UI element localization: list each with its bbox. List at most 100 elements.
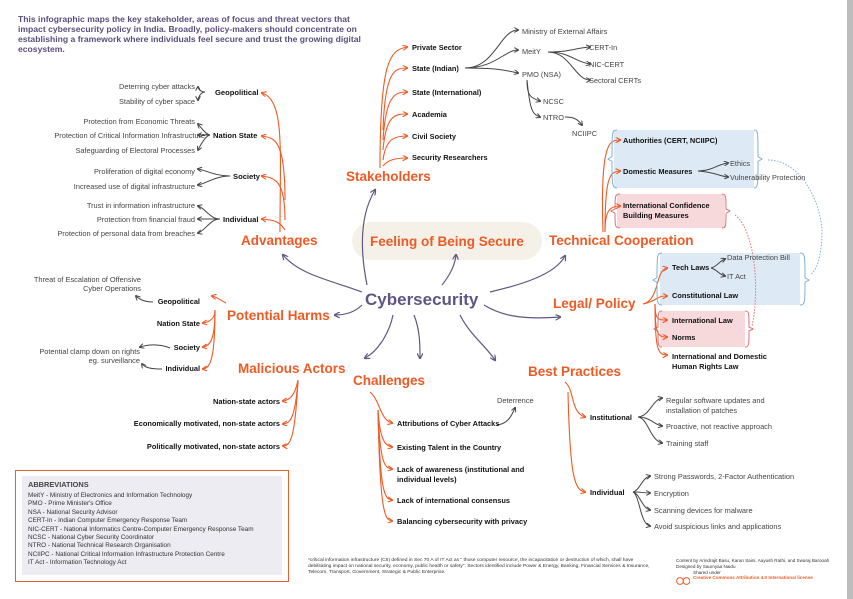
actor-item: Politically motivated, non-state actors bbox=[146, 442, 280, 451]
practice-item: Avoid suspicious links and applications bbox=[654, 522, 782, 531]
legal-item: Tech Laws bbox=[672, 263, 710, 272]
advantage-item: Protection from financial fraud bbox=[96, 215, 195, 224]
credit-content: Content by Arindrajit Basu, Karan Saini,… bbox=[676, 558, 830, 563]
advantage-item: Protection of Critical Information Infra… bbox=[54, 131, 208, 140]
advantage-item: Protection from Economic Threats bbox=[83, 117, 195, 126]
advantage-item: Protection of personal data from breache… bbox=[57, 229, 195, 238]
state-branch: MeitY bbox=[522, 47, 541, 56]
abbreviation-row: PMO - Prime Minister's Office bbox=[28, 500, 112, 508]
practice-item: Strong Passwords, 2-Factor Authenticatio… bbox=[654, 472, 795, 481]
goal-label: Feeling of Being Secure bbox=[370, 234, 524, 249]
technical-item: Authorities (CERT, NCIIPC) bbox=[623, 136, 718, 145]
tech-law-branch: Data Protection Bill bbox=[727, 253, 790, 262]
legal-international-box bbox=[660, 311, 745, 347]
challenge-item: Lack of awareness (institutional and ind… bbox=[397, 465, 525, 484]
abbreviation-row: NCIIPC - National Critical Information I… bbox=[28, 550, 225, 558]
stakeholders-heading: Stakeholders bbox=[346, 169, 431, 184]
credit-shared: Shared under bbox=[693, 570, 721, 575]
practices-institutional: Institutional bbox=[590, 413, 632, 422]
advantage-item: Stability of cyber space bbox=[119, 97, 195, 106]
legal-item: International Law bbox=[672, 316, 733, 325]
harms-heading: Potential Harms bbox=[227, 308, 330, 323]
actor-item: Economically motivated, non-state actors bbox=[133, 419, 280, 428]
challenges-heading: Challenges bbox=[353, 373, 426, 388]
advantage-item: Trust in information infrastructure bbox=[86, 201, 195, 210]
legal-item: International and Domestic Human Rights … bbox=[672, 352, 767, 371]
goal-highlight bbox=[352, 222, 542, 260]
actor-item: Nation-state actors bbox=[213, 397, 280, 406]
stakeholder-item: Security Researchers bbox=[412, 153, 488, 162]
cc-license-icon bbox=[676, 570, 691, 585]
practices-heading: Best Practices bbox=[528, 364, 622, 379]
advantages-individual: Individual bbox=[223, 215, 259, 224]
meity-branch: CERT-In bbox=[589, 43, 618, 52]
legal-item: Norms bbox=[672, 333, 696, 342]
legal-domestic-box bbox=[660, 253, 800, 305]
abbreviation-row: NCSC - National Cyber Security Coordinat… bbox=[28, 534, 155, 542]
practice-item: Regular software updates and installatio… bbox=[666, 396, 765, 415]
technical-heading: Technical Cooperation bbox=[549, 233, 694, 248]
challenge-item: Existing Talent in the Country bbox=[397, 443, 502, 452]
domestic-branch: Ethics bbox=[730, 159, 751, 168]
tech-law-branch: IT Act bbox=[727, 272, 746, 281]
challenge-item: Balancing cybersecurity with privacy bbox=[397, 517, 528, 526]
practice-item: Encryption bbox=[654, 489, 689, 498]
pmo-branch: NTRO bbox=[543, 113, 564, 122]
advantages-nation-state: Nation State bbox=[213, 131, 258, 140]
advantage-item: Deterring cyber attacks bbox=[119, 82, 195, 91]
practices-individual: Individual bbox=[590, 488, 625, 497]
advantages-society: Society bbox=[233, 172, 261, 181]
practice-item: Training staff bbox=[666, 439, 709, 448]
harm-society-note: Potential clamp down on rights eg. surve… bbox=[39, 347, 140, 365]
license-link[interactable]: Creative Commons Attribution 4.0 Interna… bbox=[693, 575, 813, 580]
center-topic: Cybersecurity bbox=[365, 290, 479, 309]
abbreviation-row: MeitY - Ministry of Electronics and Info… bbox=[28, 492, 193, 499]
abbreviation-row: NSA - National Security Advisor bbox=[28, 508, 118, 516]
actors-heading: Malicious Actors bbox=[238, 361, 346, 376]
technical-item: International Confidence Building Measur… bbox=[623, 201, 710, 220]
abbreviation-row: NIC-CERT - National Informatics Centre-C… bbox=[28, 525, 254, 533]
technical-item: Domestic Measures bbox=[623, 167, 693, 176]
ntro-branch: NCIIPC bbox=[572, 129, 598, 138]
abbreviation-row: NTRO - National Technical Research Organ… bbox=[28, 542, 171, 550]
stakeholder-item: Civil Society bbox=[412, 132, 456, 141]
challenge-item: Lack of international consensus bbox=[397, 496, 510, 505]
stakeholder-item: Private Sector bbox=[412, 43, 462, 52]
stakeholder-item: Academia bbox=[412, 110, 447, 119]
advantage-item: Safeguarding of Electoral Processes bbox=[75, 146, 195, 155]
harm-group: Society bbox=[173, 343, 200, 352]
practice-item: Scanning devices for malware bbox=[654, 506, 753, 515]
meity-branch: Sectoral CERTs bbox=[589, 76, 642, 85]
harm-group: Individual bbox=[165, 364, 201, 373]
abbreviations-box: ABBREVIATIONS MeitY - Ministry of Electr… bbox=[15, 470, 289, 582]
technical-domestic-box bbox=[614, 130, 754, 188]
harm-group: Geopolitical bbox=[157, 297, 200, 306]
stakeholder-item: State (Indian) bbox=[412, 64, 459, 73]
abbreviations-title: ABBREVIATIONS bbox=[28, 480, 89, 489]
advantage-item: Proliferation of digital economy bbox=[93, 167, 195, 176]
state-branch: Ministry of External Affairs bbox=[522, 27, 608, 36]
abbreviation-row: IT Act - Information Technology Act bbox=[28, 559, 127, 567]
advantages-geopolitical: Geopolitical bbox=[215, 88, 259, 97]
intro-text: This infographic maps the key stakeholde… bbox=[18, 14, 361, 54]
attribution-branch: Deterrence bbox=[497, 396, 534, 405]
state-branch: PMO (NSA) bbox=[522, 70, 562, 79]
footnote: *critical information infrastructure (CI… bbox=[308, 558, 650, 575]
stakeholder-item: State (International) bbox=[412, 88, 482, 97]
scrollbar[interactable] bbox=[847, 0, 853, 599]
legal-item: Constitutional Law bbox=[672, 291, 739, 300]
challenge-item: Attributions of Cyber Attacks bbox=[397, 419, 500, 428]
pmo-branch: NCSC bbox=[543, 97, 564, 106]
abbreviation-row: CERT-In - Indian Computer Emergency Resp… bbox=[28, 517, 188, 525]
domestic-branch: Vulnerability Protection bbox=[730, 173, 806, 182]
advantage-item: Increased use of digital infrastructure bbox=[73, 182, 195, 191]
advantages-heading: Advantages bbox=[241, 233, 318, 248]
credit-design: Designed by Saumyaa Naidu bbox=[676, 564, 736, 569]
harm-group: Nation State bbox=[156, 319, 200, 328]
practice-item: Proactive, not reactive approach bbox=[666, 422, 772, 431]
harm-geopolitical-note: Threat of Escalation of Offensive Cyber … bbox=[33, 275, 141, 293]
technical-international-box bbox=[617, 194, 725, 228]
meity-branch: NIC-CERT bbox=[589, 60, 625, 69]
legal-heading: Legal/ Policy bbox=[553, 296, 636, 311]
